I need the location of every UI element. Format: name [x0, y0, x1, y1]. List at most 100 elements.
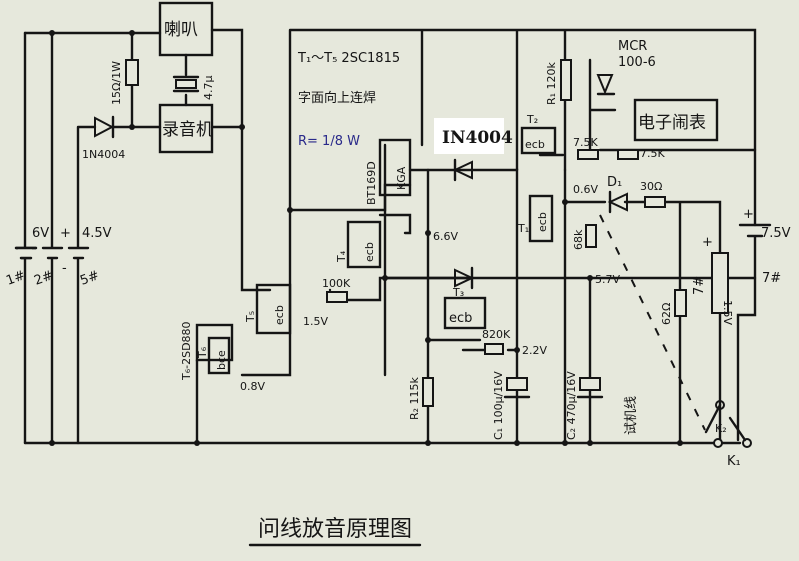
resistor-30ohm-label: 30Ω — [640, 180, 662, 193]
resistor-68k-label: 68k — [572, 229, 585, 250]
transistor-t5-box — [255, 283, 292, 335]
transistor-t6-box — [207, 336, 231, 375]
test-wire-dashed — [599, 214, 706, 431]
recorder-box — [158, 103, 214, 154]
battery-1-5v — [711, 252, 729, 314]
note-resistor-power: R= 1/8 W — [298, 134, 360, 149]
diode-mid-label: IN4004 — [442, 128, 513, 148]
transistor-t3-box — [443, 296, 487, 330]
battery-2-minus: - — [62, 261, 67, 276]
capacitor-4u7 — [175, 79, 197, 89]
battery-1 — [14, 246, 38, 260]
resistor-r1-label: R₁ 120k — [545, 61, 558, 105]
resistor-15ohm — [125, 59, 139, 86]
resistor-7k5-b — [617, 149, 639, 160]
battery-1-5v-voltage: 1.5V — [721, 300, 734, 325]
transistor-t1-label: T₁ — [517, 222, 529, 235]
battery-1-5v-label: 7# — [692, 276, 707, 295]
recorder-label: 录音机 — [162, 120, 213, 140]
battery-7-5v-plus: + — [743, 207, 754, 222]
transistor-t5-pins: ecb — [273, 305, 286, 325]
diode-d1-label: D₁ — [607, 175, 622, 190]
diode-mid-label-bg — [434, 118, 504, 154]
alarm-clock-box — [633, 98, 719, 142]
switch-k2-label: K₂ — [715, 422, 727, 435]
resistor-100k — [326, 291, 348, 303]
voltage-0-6v: 0.6V — [573, 183, 598, 196]
diode-left-label: 1N4004 — [82, 148, 125, 161]
diode-left-icon — [94, 116, 115, 138]
resistor-7k5-a-label: 7.5K — [573, 136, 598, 149]
resistor-68k — [585, 224, 597, 248]
battery-2 — [41, 246, 64, 260]
transistor-t6-pins: bce — [215, 350, 228, 370]
transistor-t1-pins: ecb — [536, 212, 549, 232]
transistor-t2-label: T₂ — [526, 113, 538, 126]
capacitor-c2 — [579, 377, 601, 391]
resistor-820k-label: 820K — [482, 328, 511, 341]
voltage-0-8v: 0.8V — [240, 380, 265, 393]
resistor-r1 — [560, 59, 572, 101]
diagram-title: 问线放音原理图 — [258, 517, 412, 542]
battery-5-voltage: 4.5V — [82, 226, 112, 241]
battery-1-label: 1# — [4, 268, 27, 289]
switch-k1-lever[interactable] — [728, 416, 747, 442]
battery-5 — [67, 246, 90, 260]
speaker-box — [158, 1, 214, 57]
diode-d1-icon — [607, 192, 628, 212]
capacitor-4u7-label: 4.7μ — [202, 76, 215, 101]
transistor-t3-label: T₃ — [452, 286, 464, 299]
scr-mcr-model: 100-6 — [618, 55, 656, 70]
resistor-15ohm-label: 15Ω/1W — [110, 61, 123, 105]
capacitor-c1-label: C₁ 100μ/16V — [492, 371, 505, 440]
scr-mcr-icon — [596, 74, 614, 95]
transistor-t2-pins: ecb — [525, 138, 545, 151]
battery-1-5v-plus: + — [702, 235, 713, 250]
transistor-t1-box — [528, 194, 554, 243]
battery-7-5v-voltage: 7.5V — [761, 226, 791, 241]
resistor-62ohm-label: 62Ω — [660, 303, 673, 325]
scr-bt169d-box — [378, 138, 412, 197]
transistor-t4-box — [346, 220, 382, 269]
transistor-t4-pins: ecb — [363, 242, 376, 262]
voltage-6-6v: 6.6V — [433, 230, 458, 243]
battery-7-5v-label: 7# — [762, 271, 781, 286]
capacitor-c2-label: C₂ 470μ/16V — [565, 371, 578, 440]
switch-k2-contact-bottom[interactable] — [713, 438, 723, 448]
battery-2-plus: + — [60, 226, 71, 241]
transistor-t6-label: T₆ — [196, 346, 209, 359]
resistor-30ohm — [644, 196, 666, 208]
resistor-100k-label: 100K — [322, 277, 351, 290]
resistor-62ohm — [674, 289, 687, 317]
capacitor-c1 — [506, 377, 528, 391]
voltage-2-2v: 2.2V — [522, 344, 547, 357]
alarm-clock-label: 电子闹表 — [638, 113, 706, 133]
voltage-5-7v: 5.7V — [595, 273, 620, 286]
resistor-7k5-b-label: 7.5K — [640, 147, 665, 160]
note-solder: 字面向上连焊 — [298, 90, 376, 106]
left-wires — [23, 28, 742, 445]
switch-k1-label: K₁ — [727, 454, 741, 469]
scr-mcr-label: MCR — [618, 39, 647, 54]
transistor-t2-box — [520, 126, 557, 155]
voltage-1-5v: 1.5V — [303, 315, 328, 328]
speaker-label: 喇叭 — [164, 20, 198, 40]
resistor-r2-label: R₂ 115k — [408, 376, 421, 420]
resistor-820k — [484, 343, 504, 355]
test-wire-label: 试机线 — [624, 396, 639, 435]
transistor-t5-label: T₅ — [244, 311, 257, 323]
transistor-t6-outer — [195, 323, 234, 362]
battery-5-label: 5# — [78, 268, 101, 289]
diode-mid-icon — [452, 160, 473, 180]
resistor-7k5-a — [577, 149, 599, 160]
switch-k2-lever[interactable] — [704, 403, 722, 434]
battery-1-voltage: 6V — [32, 226, 49, 241]
scr-bt169d-label: BT169D — [365, 161, 378, 205]
switch-k2-contact[interactable] — [715, 400, 725, 410]
resistor-r2 — [422, 377, 434, 407]
transistor-t6-model: T₆-2SD880 — [180, 321, 193, 381]
transistor-t3-pins: ecb — [449, 311, 472, 326]
note-transistors: T₁～T₅ 2SC1815 — [297, 51, 400, 66]
